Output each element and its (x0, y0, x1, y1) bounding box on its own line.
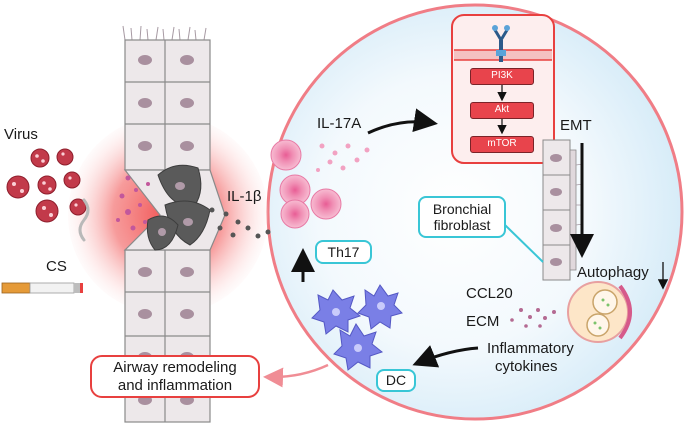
fibroblast-connector (504, 224, 544, 263)
il17a-dots (316, 143, 370, 172)
arrow-to-remodeling (263, 363, 329, 388)
virus-icon (6, 148, 87, 223)
ccl20-label: CCL20 (466, 285, 513, 302)
il1b-dots (209, 207, 271, 239)
ecm-label: ECM (466, 313, 500, 330)
cs-label: CS (46, 258, 67, 275)
cigarette-icon (1, 198, 90, 294)
cytokine-dots-left (116, 175, 150, 231)
airway-remodeling-box: Airway remodeling and inflammation (90, 355, 260, 398)
inflammatory-cytokines-label: Inflammatory cytokines (487, 340, 574, 375)
autophagy-label: Autophagy (577, 264, 649, 281)
il1b-label: IL-1β (227, 188, 262, 205)
mtor-box: mTOR (470, 136, 534, 153)
receptor-icon (492, 25, 510, 62)
arrow-cytokines-to-dc (412, 345, 479, 368)
virus-label: Virus (4, 126, 38, 143)
emt-label: EMT (560, 117, 592, 134)
autophagosome-icon (567, 281, 632, 343)
bronchial-fibroblast-box: Bronchial fibroblast (418, 196, 506, 238)
pi3k-box: PI3K (470, 68, 534, 85)
th17-cell-icon (270, 139, 342, 229)
ccl20-ecm-dots (510, 308, 556, 328)
arrow-il17a-to-pathway (367, 108, 438, 135)
il17a-label: IL-17A (317, 115, 362, 132)
th17-box: Th17 (315, 240, 372, 264)
akt-box: Akt (470, 102, 534, 119)
dc-box: DC (376, 369, 416, 392)
